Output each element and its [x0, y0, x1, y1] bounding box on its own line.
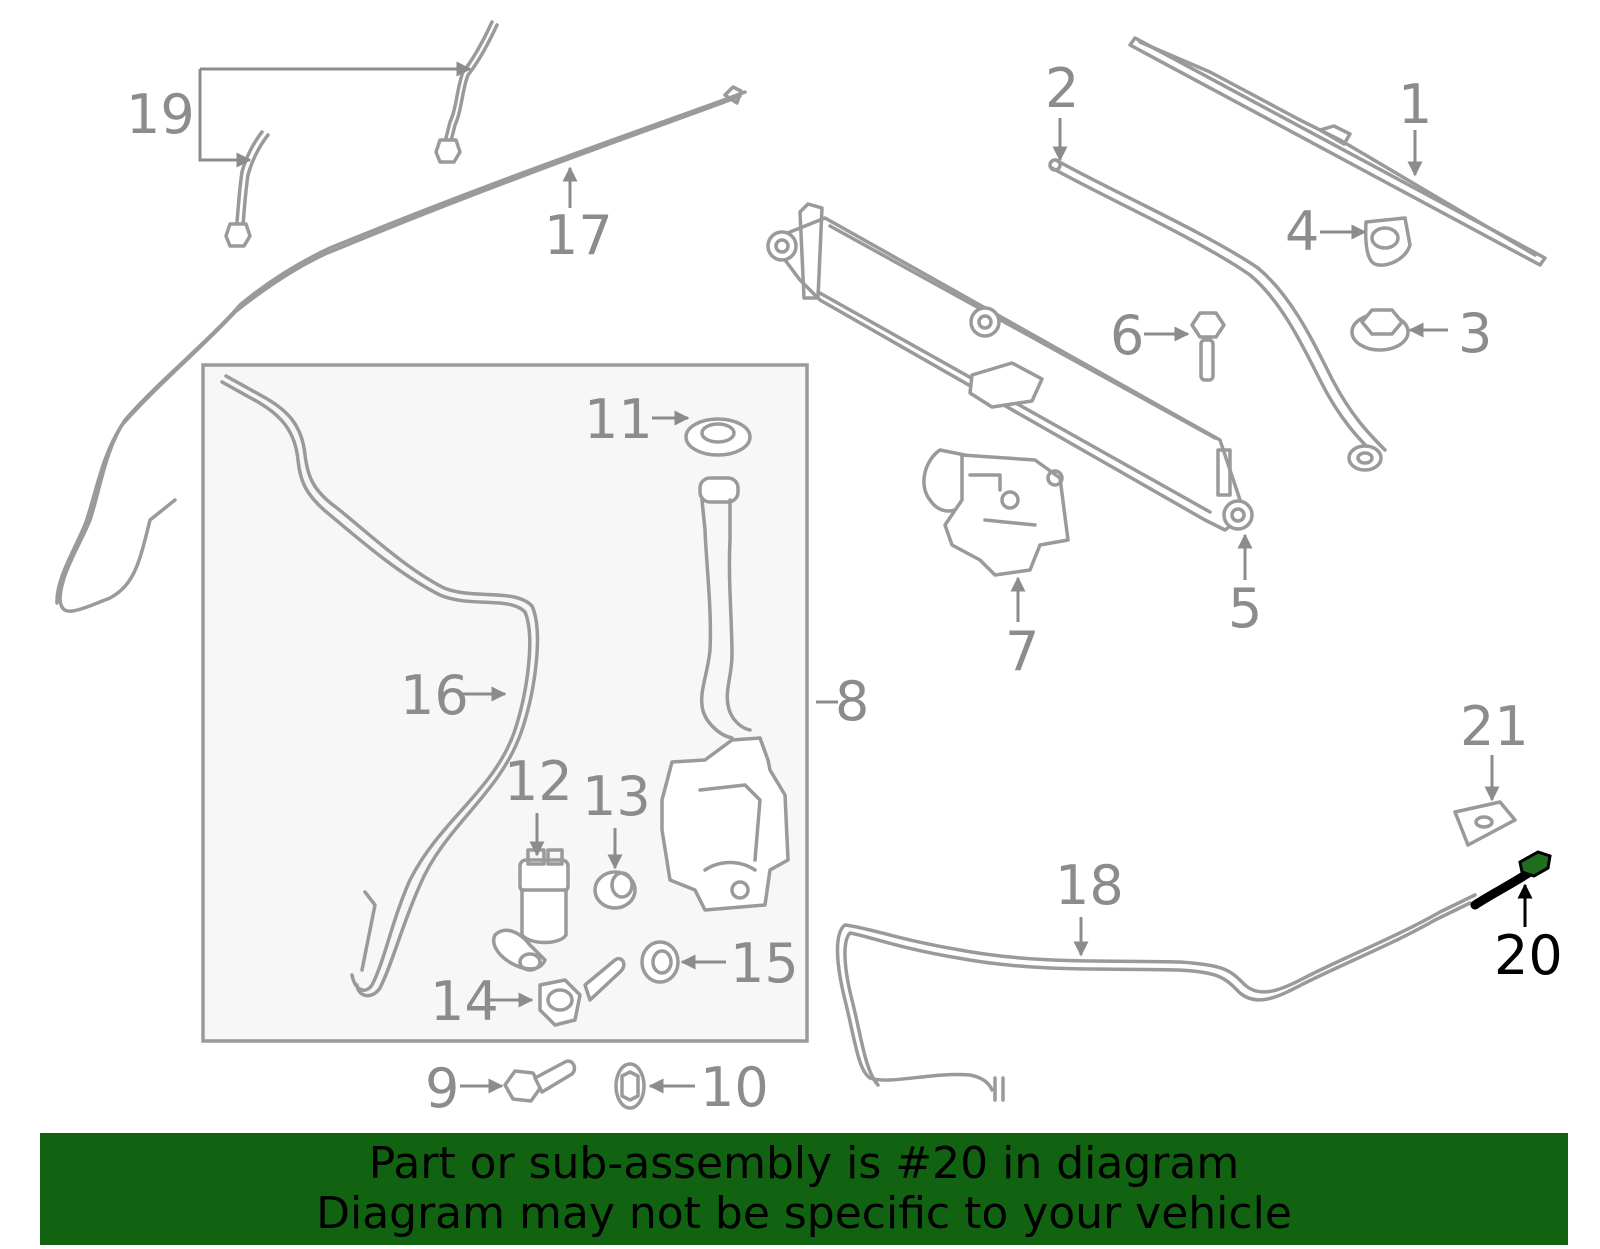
part-15-seal: [640, 940, 680, 984]
part-12-washer-pump: [492, 848, 570, 972]
part-16-hose: [220, 374, 540, 998]
callout-18: 18: [1055, 854, 1124, 917]
callout-2: 2: [1045, 57, 1079, 120]
part-9-bolt: [503, 1059, 577, 1103]
callout-12: 12: [504, 750, 573, 813]
info-banner: Part or sub-assembly is #20 in diagram D…: [40, 1133, 1568, 1245]
banner-line-2: Diagram may not be specific to your vehi…: [316, 1188, 1292, 1239]
part-6-bolt: [1190, 311, 1226, 382]
callout-3: 3: [1458, 302, 1492, 365]
part-17-washer-hose: [55, 85, 747, 613]
part-7-wiper-motor: [922, 448, 1070, 577]
part-10-nut: [614, 1062, 646, 1110]
part-2-wiper-arm: [1048, 158, 1387, 472]
callout-16: 16: [400, 664, 469, 727]
callout-7: 7: [1005, 620, 1039, 683]
callout-6: 6: [1110, 304, 1144, 367]
leader-lines: [198, 61, 1533, 1094]
callout-19: 19: [126, 83, 195, 146]
callout-20: 20: [1494, 924, 1563, 987]
callout-5: 5: [1228, 577, 1262, 640]
callout-14: 14: [430, 970, 499, 1033]
part-1-wiper-blade: [1128, 36, 1547, 267]
callout-9: 9: [425, 1057, 459, 1120]
callout-8: 8: [835, 670, 869, 733]
part-20-nozzle-highlighted: [1470, 850, 1552, 910]
callout-21: 21: [1460, 695, 1529, 758]
callout-13: 13: [582, 765, 651, 828]
part-19-nozzle-hoses: [224, 20, 499, 248]
part-18-rear-hose: [835, 893, 1477, 1102]
part-14-connector: [538, 957, 626, 1027]
part-3-nut: [1350, 308, 1410, 352]
callout-10: 10: [700, 1056, 769, 1119]
callout-1: 1: [1398, 73, 1432, 136]
part-11-grommet: [684, 417, 752, 457]
part-13-grommet: [593, 870, 637, 910]
callout-4: 4: [1285, 200, 1319, 263]
part-21-clip: [1453, 800, 1517, 847]
part-5-wiper-linkage: [766, 202, 1254, 532]
part-4-cap: [1363, 216, 1412, 267]
callout-17: 17: [544, 204, 613, 267]
callout-15: 15: [730, 932, 799, 995]
part-8-reservoir: [660, 476, 790, 912]
banner-line-1: Part or sub-assembly is #20 in diagram: [368, 1138, 1240, 1189]
callout-11: 11: [584, 388, 653, 451]
